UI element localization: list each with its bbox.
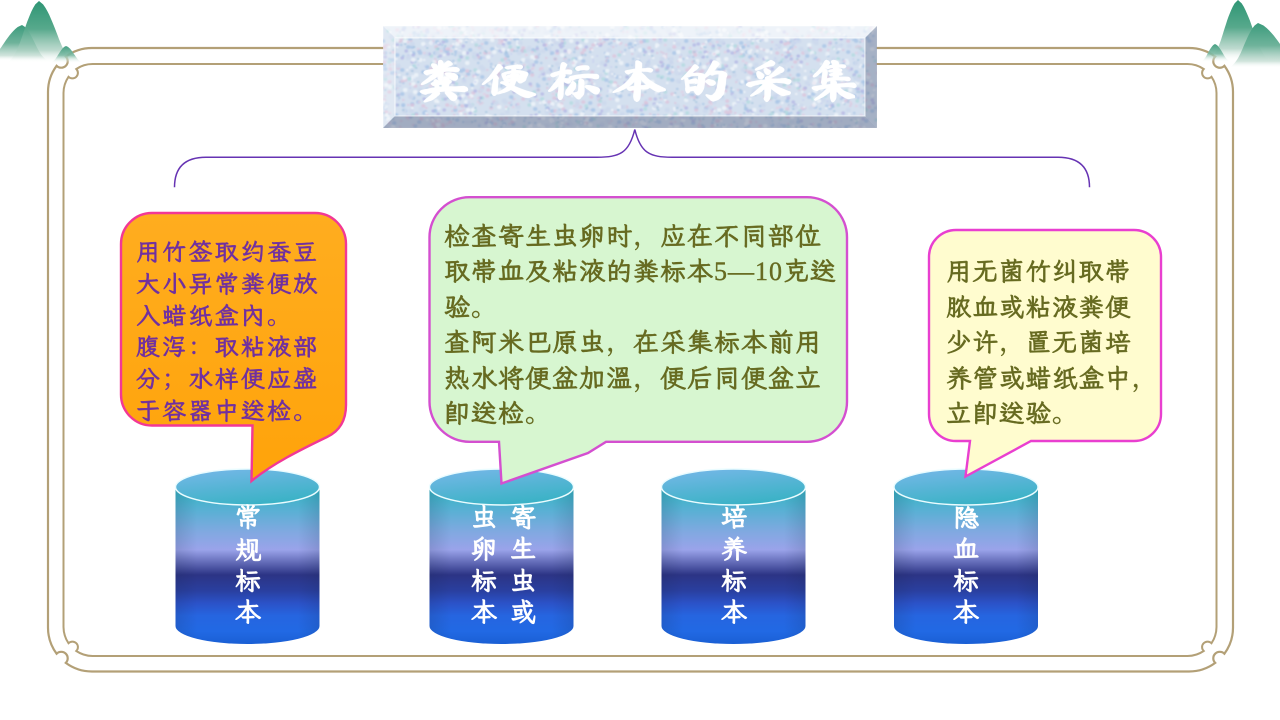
callout-text-line: 查阿米巴原虫，在采集标本前用	[444, 322, 823, 360]
cylinder-label-parasite: 寄生虫或虫卵标本	[467, 503, 544, 630]
bevel-face-top	[383, 26, 877, 38]
title-bevel	[383, 26, 877, 128]
callout-text-line: 大小异常粪便放	[136, 263, 320, 299]
bevel-face-bottom	[383, 116, 877, 128]
border-inner	[62, 63, 1218, 657]
corner-mountains	[0, 0, 1280, 68]
callout-text-line: 分；水样便应盛	[136, 359, 320, 395]
callout-text-line: 于容器中送检。	[136, 390, 320, 426]
title-panel-outline	[394, 37, 866, 117]
page-title: 粪便标本的采集	[415, 57, 871, 102]
cylinder-label-occult-blood: 隐血标本	[949, 503, 987, 630]
callout-regular-text: 用竹签取约蚕豆大小异常粪便放入蜡纸盒内。腹泻：取粘液部分；水样便应盛于容器中送检…	[136, 234, 319, 425]
cylinder-body-shading	[429, 487, 574, 644]
callout-regular-shape	[119, 211, 348, 484]
cylinder-body-shading	[661, 487, 806, 644]
callout-text-line: 立即送验。	[946, 394, 1079, 431]
callout-text-line: 取带血及粘液的粪标本5—10克送	[444, 251, 838, 289]
cylinder-2	[428, 468, 575, 644]
callout-text-line: 少许，置无菌培	[946, 323, 1132, 360]
callout-text-line: 入蜡纸盒内。	[136, 295, 294, 331]
brace	[173, 129, 1091, 188]
cylinder-body-shading	[175, 487, 320, 644]
title-box: 粪便标本的采集	[383, 26, 877, 128]
callout-parasite-shape	[428, 196, 849, 486]
callout-text-line: 即送检。	[444, 393, 553, 431]
callout-occult-shape	[927, 228, 1163, 479]
callout-text-line: 检查寄生虫卵时，应在不同部位	[444, 216, 823, 253]
mountain-peak	[50, 46, 83, 63]
bevel-face-right	[865, 26, 877, 128]
callout-shapes	[119, 196, 1163, 486]
cylinder-label-culture: 培养标本	[717, 503, 755, 630]
cylinder-3	[660, 468, 807, 644]
cylinder-top-ellipse	[660, 468, 807, 506]
callout-text-line: 脓血或粘液粪便	[946, 287, 1132, 324]
mountain-peak	[1200, 44, 1231, 62]
callout-text-line: 腹泻：取粘液部	[136, 327, 320, 363]
callout-text-line: 热水将便盆加温，便后同便盆立	[444, 357, 823, 395]
callout-text-line: 验。	[444, 286, 499, 324]
cylinder-body-shading	[894, 487, 1038, 644]
cylinder-1	[174, 468, 321, 644]
callout-text-line: 用无菌竹纠取带	[946, 252, 1132, 288]
cylinder-top-ellipse	[174, 468, 321, 506]
callout-parasite-text: 检查寄生虫卵时，应在不同部位取带血及粘液的粪标本5—10克送验。查阿米巴原虫，在…	[444, 216, 838, 431]
cylinder-label-regular: 常规标本	[231, 503, 269, 630]
callout-occult-text: 用无菌竹纠取带脓血或粘液粪便少许，置无菌培养管或蜡纸盒中，立即送验。	[946, 252, 1159, 431]
bevel-face-left	[383, 26, 395, 128]
callout-text-line: 养管或蜡纸盒中，	[946, 358, 1159, 395]
mountain-peak	[1229, 23, 1280, 68]
cylinder-4	[893, 468, 1039, 644]
callout-text-line: 用竹签取约蚕豆	[136, 232, 320, 267]
mountain-peak	[7, 1, 75, 63]
specimen-cylinders	[174, 468, 1039, 644]
